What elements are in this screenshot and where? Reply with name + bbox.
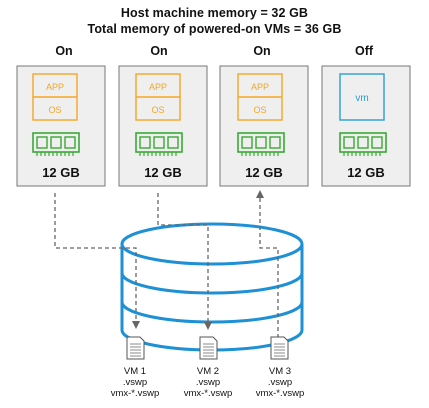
app-os-stack-icon: APP OS — [135, 73, 181, 121]
vm2-memory-label: 12 GB — [144, 165, 182, 180]
memory-chip-icon — [32, 132, 80, 156]
vm3-memory-label: 12 GB — [245, 165, 283, 180]
app-label: APP — [46, 82, 64, 92]
app-label: APP — [251, 82, 269, 92]
vm-label: vm — [355, 93, 368, 104]
swap-file-name: .vswp — [195, 377, 221, 388]
swap-vmx-file-name: vmx-*.vswp — [255, 388, 305, 399]
os-label: OS — [253, 105, 266, 115]
vm-card-2: APP OS — [118, 65, 208, 187]
vm1-memory-label: 12 GB — [42, 165, 80, 180]
title-line-1: Host machine memory = 32 GB — [120, 6, 309, 20]
vm-box-icon: vm — [339, 73, 385, 121]
swap-file-icon-vm1 — [126, 336, 145, 360]
datastore-cylinder-icon — [120, 222, 304, 352]
vm3-swap-in-arrow — [256, 190, 279, 338]
vm2-swap-out-arrow — [157, 193, 212, 330]
swap-file-name: .vswp — [122, 377, 148, 388]
vm4-memory-label: 12 GB — [347, 165, 385, 180]
vm4-state-label: Off — [354, 44, 374, 58]
swap-vm-name: VM 2 — [196, 366, 220, 377]
swap-file-name: .vswp — [267, 377, 293, 388]
os-label: OS — [151, 105, 164, 115]
swap-arrows — [54, 190, 279, 338]
vm3-state-label: On — [253, 44, 271, 58]
vm-card-3: APP OS — [219, 65, 309, 187]
swap-vmx-file-name: vmx-*.vswp — [110, 388, 160, 399]
swap-vm-name: VM 3 — [268, 366, 292, 377]
memory-chip-icon — [339, 132, 387, 156]
vm-card-1: APP OS — [16, 65, 106, 187]
vm-card-4: vm — [321, 65, 411, 187]
swap-file-label-vm3: VM 3 .vswp vmx-*.vswp — [240, 366, 320, 399]
vm2-state-label: On — [150, 44, 168, 58]
swap-file-label-vm2: VM 2 .vswp vmx-*.vswp — [168, 366, 248, 399]
swap-vm-name: VM 1 — [123, 366, 147, 377]
memory-chip-icon — [135, 132, 183, 156]
memory-chip-icon — [237, 132, 285, 156]
title-line-2: Total memory of powered-on VMs = 36 GB — [87, 22, 342, 36]
swap-file-icon-vm2 — [199, 336, 218, 360]
app-label: APP — [149, 82, 167, 92]
swap-vmx-file-name: vmx-*.vswp — [183, 388, 233, 399]
app-os-stack-icon: APP OS — [32, 73, 78, 121]
app-os-stack-icon: APP OS — [237, 73, 283, 121]
vm1-state-label: On — [55, 44, 73, 58]
swap-file-label-vm1: VM 1 .vswp vmx-*.vswp — [95, 366, 175, 399]
os-label: OS — [48, 105, 61, 115]
swap-file-icon-vm3 — [270, 336, 289, 360]
